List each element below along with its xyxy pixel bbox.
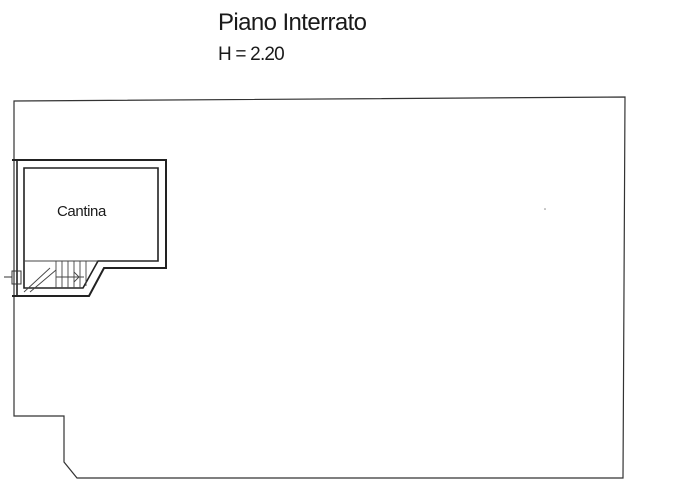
ceiling-height-label: H = 2.20 [218,44,285,65]
door-opening [4,270,22,285]
cantina-wall-inner [23,167,159,289]
outer-perimeter [13,96,626,479]
stray-mark [544,208,546,210]
cantina-wall-outer [12,159,167,297]
staircase [23,260,98,293]
room-label-cantina: Cantina [57,203,107,220]
floor-title: Piano Interrato [218,9,367,36]
